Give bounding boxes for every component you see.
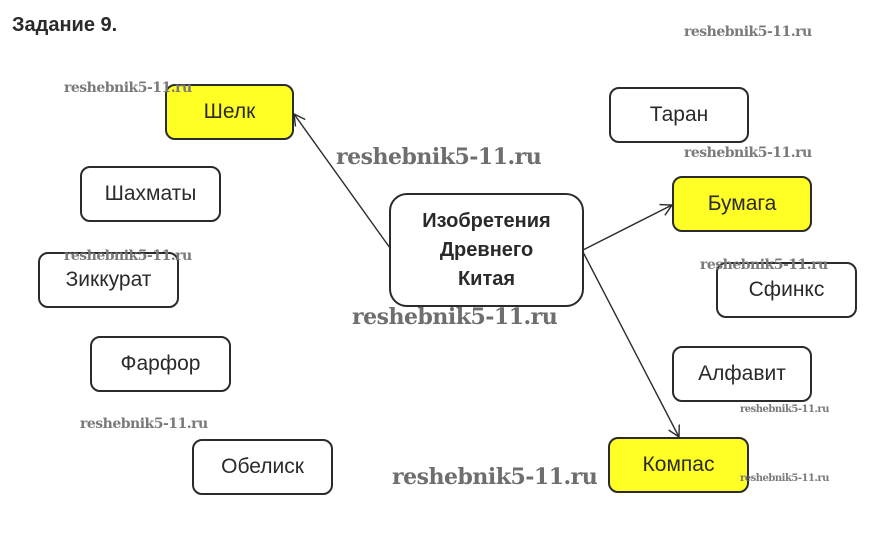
watermark: reshebnik5-11.ru (700, 257, 828, 273)
center-node: Изобретения Древнего Китая (389, 193, 584, 307)
center-line-3: Китая (457, 267, 516, 290)
arrow-to-shelk (293, 112, 391, 249)
node-alfavit-label: Алфавит (698, 362, 786, 385)
watermark: reshebnik5-11.ru (392, 464, 598, 490)
watermark: reshebnik5-11.ru (80, 416, 208, 432)
node-taran-label: Таран (649, 103, 709, 126)
node-sfinks-label: Сфинкс (748, 278, 825, 301)
watermark: reshebnik5-11.ru (684, 145, 812, 161)
watermark: reshebnik5-11.ru (684, 24, 812, 40)
node-zikkurat-label: Зиккурат (65, 268, 152, 291)
node-shelk: Шелк (165, 84, 294, 140)
node-zikkurat: Зиккурат (38, 252, 179, 308)
node-shakhmaty-label: Шахматы (104, 182, 197, 205)
node-bumaga: Бумага (672, 176, 812, 232)
node-farfor: Фарфор (90, 336, 231, 392)
node-obelisk-label: Обелиск (221, 455, 304, 478)
node-obelisk: Обелиск (192, 439, 333, 495)
node-kompas-label: Компас (642, 453, 715, 476)
node-shelk-label: Шелк (203, 100, 256, 123)
node-taran: Таран (609, 87, 749, 143)
node-shakhmaty: Шахматы (80, 166, 221, 222)
node-kompas: Компас (608, 437, 749, 493)
watermark: reshebnik5-11.ru (336, 144, 542, 170)
arrow-to-bumaga (582, 203, 674, 251)
watermark: reshebnik5-11.ru (740, 473, 829, 484)
task-title: Задание 9. (12, 14, 118, 36)
node-bumaga-label: Бумага (707, 192, 777, 215)
node-farfor-label: Фарфор (120, 352, 201, 375)
watermark: reshebnik5-11.ru (64, 80, 192, 96)
watermark: reshebnik5-11.ru (352, 304, 558, 330)
node-alfavit: Алфавит (672, 346, 812, 402)
arrow-to-kompas (582, 251, 680, 439)
watermark: reshebnik5-11.ru (64, 248, 192, 264)
center-line-1: Изобретения (422, 209, 551, 232)
watermark: reshebnik5-11.ru (740, 404, 829, 415)
node-sfinks: Сфинкс (716, 262, 857, 318)
center-line-2: Древнего (439, 238, 534, 261)
